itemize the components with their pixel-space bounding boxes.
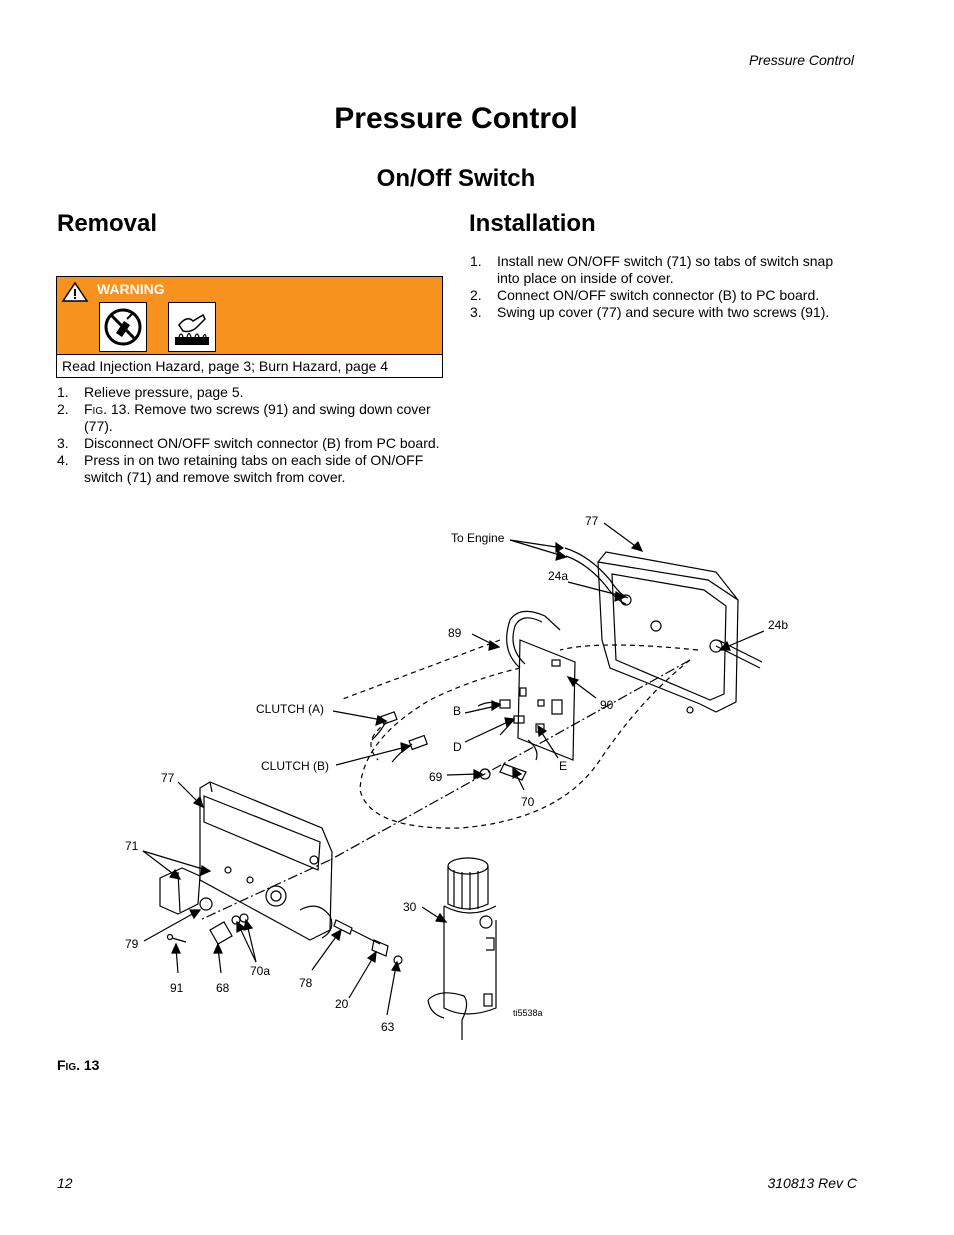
callout-77-top: 77	[585, 514, 599, 528]
injection-hazard-icon	[99, 302, 147, 352]
callout-68: 68	[216, 981, 230, 995]
callout-20: 20	[335, 997, 349, 1011]
callout-30: 30	[403, 900, 417, 914]
callout-70: 70	[521, 795, 535, 809]
list-item: 2.Fig. 13. Remove two screws (91) and sw…	[57, 401, 431, 434]
installation-steps: 1.Install new ON/OFF switch (71) so tabs…	[470, 253, 850, 321]
burn-hazard-icon	[168, 302, 216, 352]
callout-63: 63	[381, 1020, 395, 1034]
callout-70a: 70a	[250, 964, 271, 978]
callout-79: 79	[125, 937, 139, 951]
pc-board-90	[517, 639, 576, 761]
warning-banner: WARNING	[57, 277, 442, 354]
callout-77-left: 77	[161, 771, 175, 785]
figure-image-id: ti5538a	[513, 1008, 543, 1018]
switch-71	[159, 867, 201, 915]
removal-steps: 1.Relieve pressure, page 5. 2.Fig. 13. R…	[57, 384, 447, 486]
callout-24a: 24a	[548, 569, 569, 583]
control-box-77	[597, 551, 763, 714]
warning-triangle-icon	[61, 281, 89, 302]
removal-heading: Removal	[57, 210, 158, 237]
running-header: Pressure Control	[748, 52, 854, 68]
figure-reference: Fig. 13.	[84, 401, 131, 417]
callout-89: 89	[448, 626, 462, 640]
callout-91: 91	[170, 981, 184, 995]
section-subtitle: On/Off Switch	[376, 165, 536, 192]
callout-71: 71	[125, 839, 139, 853]
callout-69: 69	[429, 770, 443, 784]
callout-90: 90	[600, 698, 614, 712]
list-item: 2.Connect ON/OFF switch connector (B) to…	[470, 287, 820, 303]
callout-24b: 24b	[768, 618, 789, 632]
callout-clutch-a: CLUTCH (A)	[256, 702, 324, 716]
figure-caption: Fig. 13	[57, 1057, 100, 1073]
page-title: Pressure Control	[334, 102, 578, 135]
page-number: 12	[57, 1175, 73, 1191]
installation-heading: Installation	[469, 210, 596, 237]
list-item: 3.Disconnect ON/OFF switch connector (B)…	[57, 435, 440, 451]
list-item: 1.Install new ON/OFF switch (71) so tabs…	[470, 253, 834, 286]
callout-d: D	[453, 740, 462, 754]
list-item: 3.Swing up cover (77) and secure with tw…	[470, 304, 830, 320]
callout-b: B	[453, 704, 462, 718]
callout-78: 78	[299, 976, 313, 990]
callout-e: E	[559, 759, 568, 773]
list-item: 1.Relieve pressure, page 5.	[57, 384, 244, 400]
warning-text: Read Injection Hazard, page 3; Burn Haza…	[57, 354, 442, 377]
warning-box: WARNING Read Injection Hazard, page 3; B…	[56, 276, 443, 378]
cover-77	[199, 781, 333, 941]
callout-clutch-b: CLUTCH (B)	[261, 759, 329, 773]
warning-label: WARNING	[97, 281, 165, 297]
document-number: 310813 Rev C	[767, 1175, 857, 1191]
callout-to-engine: To Engine	[451, 531, 505, 545]
list-item: 4.Press in on two retaining tabs on each…	[57, 452, 424, 485]
pressure-control-30	[427, 857, 497, 1040]
